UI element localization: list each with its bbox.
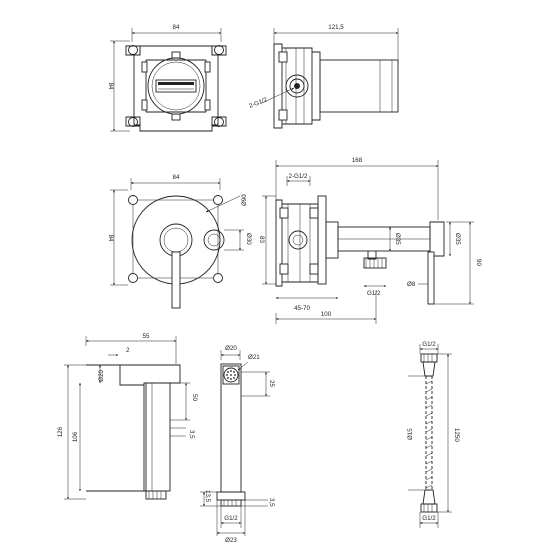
valve-side-thread-label: 2-G1/2 xyxy=(289,173,308,180)
box-side-depth-label: 121,5 xyxy=(328,24,344,31)
hose-dia-label: Ø15 xyxy=(407,428,414,440)
spout-side-base-left-label: 13,5 xyxy=(204,490,211,503)
hose-thread-bottom-label: G1/2 xyxy=(422,515,436,522)
spout-reach-label: 55 xyxy=(143,333,150,340)
valve-side-dia-b-label: Ø35 xyxy=(454,233,461,245)
spout-side-dia-base-label: Ø23 xyxy=(225,537,237,544)
valve-front-height-label: 84 xyxy=(107,235,114,242)
hose-thread-top-label: G1/2 xyxy=(422,341,436,348)
valve-side-length-label: 168 xyxy=(352,157,363,164)
box-front-width-label: 84 xyxy=(173,24,180,31)
spout-side-view: Ø20 Ø21 25 13,5 3,5 G1/2 Ø23 xyxy=(200,345,275,544)
spout-tip-label: 2 xyxy=(126,347,130,354)
valve-front-outer-dia-label: Ø90 xyxy=(241,194,248,206)
spout-height-b-label: 106 xyxy=(72,431,79,442)
spout-side-thread-label: G1/2 xyxy=(224,515,238,522)
valve-front-knob-dia-label: Ø30 xyxy=(245,233,252,245)
spout-drop-label: 50 xyxy=(191,394,198,401)
box-side-view: 121,5 2-G1/2 xyxy=(248,24,399,129)
valve-side-pin-dia-label: Ø8 xyxy=(407,281,416,288)
spout-side-dia-face-label: Ø21 xyxy=(248,354,260,361)
spout-height-a-label: 126 xyxy=(57,426,64,437)
hose-length-label: 1250 xyxy=(453,428,460,442)
valve-front-view: 84 84 Ø90 Ø30 xyxy=(107,174,252,309)
valve-side-height-b-label: 90 xyxy=(475,259,482,266)
spout-side-dia-top-label: Ø20 xyxy=(225,345,237,352)
hose-view: G1/2 1250 Ø15 G1/2 xyxy=(407,341,460,528)
valve-side-dia-a-label: Ø35 xyxy=(394,233,401,245)
valve-side-view: 168 2-G1/2 Ø35 Ø35 83 90 Ø8 G1/2 45-70 1… xyxy=(258,157,482,324)
valve-side-depth-range-label: 45-70 xyxy=(294,305,310,312)
spout-dia-label: Ø20 xyxy=(98,369,105,381)
box-front-height-label: 84 xyxy=(107,83,114,90)
spout-view: 55 2 Ø20 126 106 50 3,5 xyxy=(57,333,198,500)
spout-offset-label: 3,5 xyxy=(188,430,195,439)
box-side-thread-label: 2-G1/2 xyxy=(248,96,269,110)
box-front-view: 84 84 xyxy=(107,24,227,132)
spout-side-dim-right-label: 25 xyxy=(268,380,275,387)
valve-front-width-label: 84 xyxy=(173,174,180,181)
valve-side-outlet-label: G1/2 xyxy=(367,290,381,297)
spout-side-base-right-label: 3,5 xyxy=(268,498,275,507)
valve-side-depth-label: 100 xyxy=(321,311,332,318)
valve-side-height-a-label: 83 xyxy=(258,236,265,243)
